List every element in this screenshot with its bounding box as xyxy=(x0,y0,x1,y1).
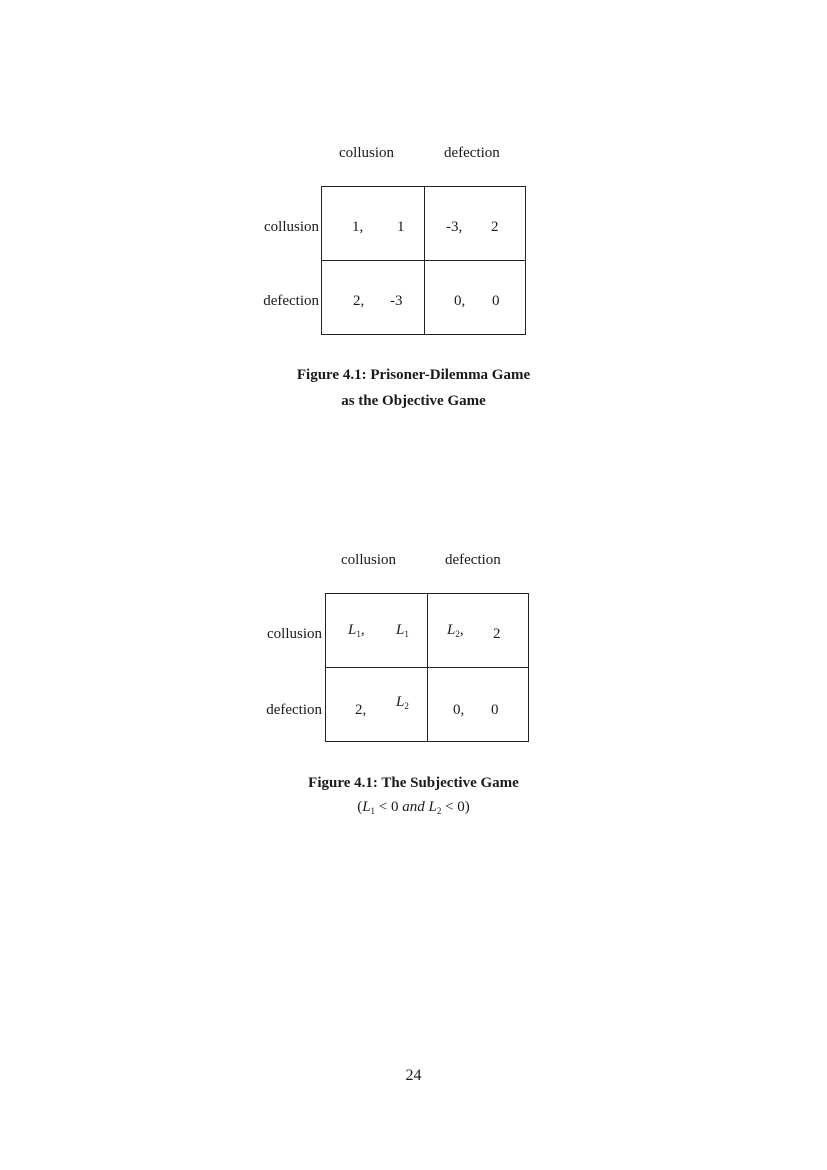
figure2-caption-line1: Figure 4.1: The Subjective Game xyxy=(308,775,519,791)
matrix-divider-horizontal xyxy=(322,260,525,261)
col-header-collusion: collusion xyxy=(339,145,394,161)
matrix-divider-horizontal xyxy=(326,667,528,668)
cell-dd-payoff-1: 0, xyxy=(454,293,466,309)
col-header-collusion: collusion xyxy=(341,552,396,568)
row-header-defection: defection xyxy=(266,702,322,718)
row-header-defection: defection xyxy=(263,293,319,309)
row-header-collusion: collusion xyxy=(264,219,319,235)
cell-cc-payoff-2: L1 xyxy=(396,622,409,639)
figure1-caption-line1: Figure 4.1: Prisoner-Dilemma Game xyxy=(296,367,531,383)
cell-dc-payoff-2: -3 xyxy=(390,293,403,309)
col-header-defection: defection xyxy=(444,145,500,161)
cell-dd-payoff-2: 0 xyxy=(492,293,500,309)
cell-cc-payoff-1: L1, xyxy=(348,622,365,639)
cell-dc-payoff-2: L2 xyxy=(396,694,409,711)
row-header-collusion: collusion xyxy=(267,626,322,642)
cell-cd-payoff-1: L2, xyxy=(447,622,464,639)
figure2-caption-condition: (L1 < 0 and L2 < 0) xyxy=(357,799,470,816)
cell-cd-payoff-2: 2 xyxy=(493,626,501,642)
payoff-matrix: L1, L1 L2, 2 2, L2 0, 0 xyxy=(325,593,529,742)
cell-cd-payoff-2: 2 xyxy=(491,219,499,235)
cell-dd-payoff-2: 0 xyxy=(491,702,499,718)
payoff-matrix: 1, 1 -3, 2 2, -3 0, 0 xyxy=(321,186,526,335)
cell-cc-payoff-2: 1 xyxy=(397,219,405,235)
figure1-caption-line2: as the Objective Game xyxy=(341,393,486,409)
cell-cd-payoff-1: -3, xyxy=(446,219,463,235)
cell-dc-payoff-1: 2, xyxy=(355,702,367,718)
cell-dc-payoff-1: 2, xyxy=(353,293,365,309)
cell-cc-payoff-1: 1, xyxy=(352,219,364,235)
page-number: 24 xyxy=(405,1067,422,1084)
cell-dd-payoff-1: 0, xyxy=(453,702,465,718)
col-header-defection: defection xyxy=(445,552,501,568)
